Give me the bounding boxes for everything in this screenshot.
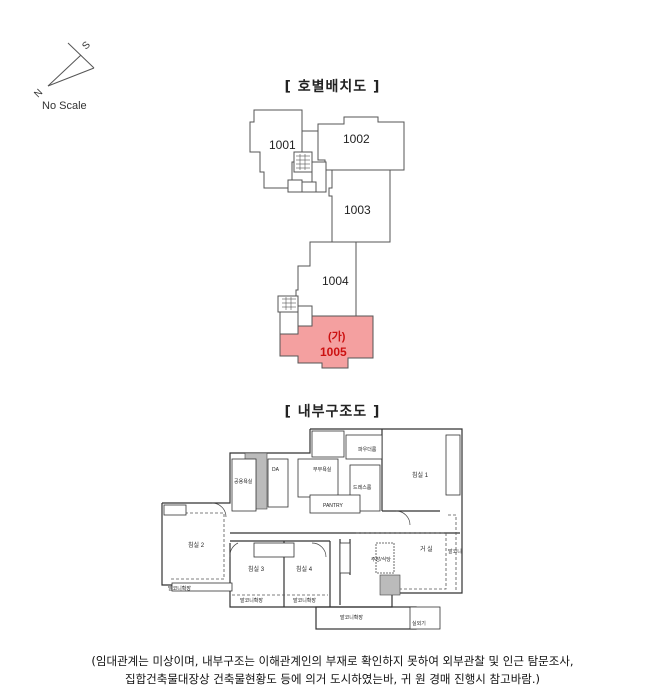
room-bedroom4-label: 침실 4 <box>296 565 313 573</box>
room-common-bath-label: 공용욕실 <box>234 478 253 485</box>
disclaimer-line-1: (임대관계는 미상이며, 내부구조는 이해관계인의 부재로 확인하지 못하여 외… <box>91 654 574 668</box>
unit-placement-diagram: 1001 1002 1003 1004 (가) 1005 <box>249 109 405 369</box>
compass-north-label: N <box>32 87 45 98</box>
room-da-label: DA <box>272 467 280 473</box>
room-pantry-label: PANTRY <box>323 503 343 509</box>
room-master-bath-label: 부부욕실 <box>313 466 332 473</box>
room-balcony-left-label: 발코니확장 <box>168 585 191 592</box>
floorplan-title: [ 내부구조도 ] <box>284 404 381 420</box>
unit-1005-label: 1005 <box>320 345 347 359</box>
interior-floor-plan: 침실 1 침실 2 침실 3 침실 4 거 실 주방/식당 파우더룸 드레스룸 … <box>161 428 463 630</box>
room-living-label: 거 실 <box>420 545 433 553</box>
room-kitchen-label: 주방/식당 <box>371 556 391 563</box>
unit-1003-outline[interactable] <box>328 169 391 243</box>
room-bedroom1-label: 침실 1 <box>412 471 429 479</box>
scale-note: No Scale <box>42 100 87 112</box>
unit-1004-label: 1004 <box>322 274 349 288</box>
unit-1004-outline[interactable] <box>295 241 357 319</box>
placement-title: [ 호별배치도 ] <box>284 79 381 95</box>
room-ac-label: 실외기 <box>412 620 426 627</box>
unit-1001-label: 1001 <box>269 138 296 152</box>
room-balcony-b3-label: 발코니확장 <box>240 597 263 604</box>
room-powder-label: 파우더룸 <box>358 446 377 453</box>
disclaimer-line-2: 집합건축물대장상 건축물현황도 등에 의거 도시하였는바, 귀 원 경매 진행시… <box>125 672 540 686</box>
room-dress-label: 드레스룸 <box>353 484 372 491</box>
unit-1005-tag: (가) <box>328 329 346 343</box>
unit-1005-highlight[interactable] <box>279 315 374 369</box>
disclaimer-note: (임대관계는 미상이며, 내부구조는 이해관계인의 부재로 확인하지 못하여 외… <box>0 652 665 688</box>
room-bedroom3-label: 침실 3 <box>248 565 265 573</box>
room-balcony-bottom-label: 발코니확장 <box>340 614 363 621</box>
room-bedroom2-label: 침실 2 <box>188 541 205 549</box>
unit-1003-label: 1003 <box>344 203 371 217</box>
unit-1002-label: 1002 <box>343 132 370 146</box>
compass-south-label: S <box>80 39 93 52</box>
core-stairs <box>293 151 313 173</box>
room-balcony-right-label: 발코니 <box>448 548 462 555</box>
unit-1002-outline[interactable] <box>317 116 405 171</box>
compass-icon: S N <box>32 39 95 98</box>
room-balcony-b4-label: 발코니확장 <box>293 597 316 604</box>
dining-table <box>375 542 395 574</box>
